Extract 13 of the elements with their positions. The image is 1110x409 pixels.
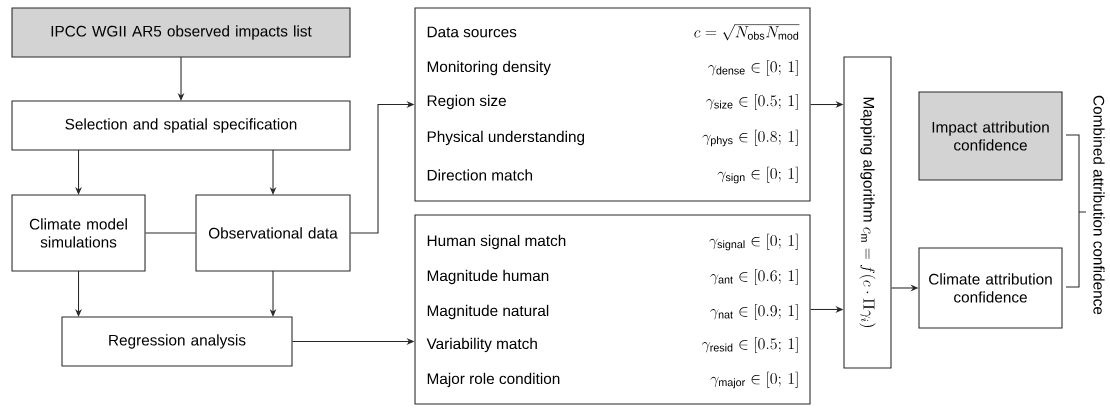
algorithm-box: Mapping algorithm $c_\mathrm{m} = f(c \cdot \Pi\gamma_i)$ [843,56,892,369]
process-box: Regression analysis [61,316,293,367]
result-box: Impact attribution confidence [918,91,1063,181]
criteria-table: Human signal match $\gamma_\mathrm{signal} \in [0;\,1]$ Magnitude human $\gamma_\mathrm{ant} \in [0.6;\,1]$ Magnitude natural $\gamma_\mathrm{nat} \in [0.9;\,1]$ Variability match $\gamma_\mathrm{resid} \in [0.5;\,1]$ Major role condition $\gamma_\mathrm{major} \in [0;\,1]$ [414,214,811,405]
side-label: Combined attribution confidence [1093,95,1105,315]
process-box: IPCC WGII AR5 observed impacts list [11,7,351,58]
process-box: Climate model simulations [11,194,146,272]
process-box: Observational data [195,194,351,272]
result-box: Climate attribution confidence [918,247,1063,329]
criteria-table: Data sources $c = \sqrt{N_\mathrm{obs}N_\mathrm{mod}}$ Monitoring density $\gamma_\mathrm{dense} \in [0;\,1]$ Region size $\gamma_\mathrm{size} \in [0.5;\,1]$ Physical understanding $\gamma_\mathrm{phys} \in [0.8;\,1]$ Direction match $\gamma_\mathrm{sign} \in [0;\,1]$ [414,7,811,202]
arrow [75,270,82,317]
arrow [75,149,82,195]
process-box: Selection and spatial specification [11,100,351,151]
